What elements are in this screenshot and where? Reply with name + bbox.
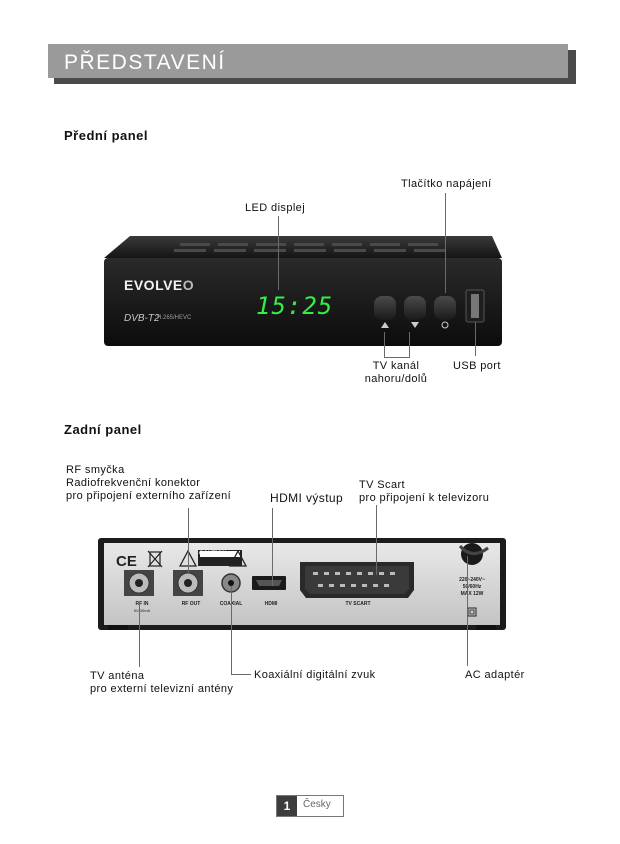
front-panel-title: Přední panel	[64, 128, 149, 143]
channel-bracket-line	[384, 357, 410, 358]
back-panel-device: CE	[98, 538, 506, 630]
coax-leader-line-h	[231, 674, 251, 675]
coax-leader-line-v	[231, 586, 232, 674]
channel-down-leader-line	[409, 332, 410, 357]
rf-loop-label: RF smyčka Radiofrekvenční konektor pro p…	[66, 464, 232, 502]
coaxial-audio-label: Koaxiální digitální zvuk	[254, 669, 376, 681]
usb-leader-line	[475, 322, 476, 356]
led-leader-line	[278, 216, 279, 290]
svg-text:CE: CE	[116, 553, 137, 570]
footer-language: Česky	[303, 799, 331, 810]
device-brand: EVOLVEO	[124, 277, 195, 293]
rf-in-sub-label: 5V/30mA	[133, 608, 151, 613]
led-display-label: LED displej	[245, 202, 306, 214]
channel-up-leader-line	[384, 332, 385, 357]
page-number: 1	[277, 796, 297, 816]
ac-leader-line	[467, 556, 468, 666]
hdmi-port-label: HDMI	[264, 601, 278, 607]
ac-adapter-label: AC adaptér	[465, 669, 525, 681]
caution-label: CAUTION	[199, 551, 227, 557]
back-panel-title: Zadní panel	[64, 422, 142, 437]
antenna-leader-line	[139, 603, 140, 667]
usb-port-label: USB port	[453, 360, 501, 372]
hdmi-leader-line	[272, 508, 273, 586]
power-button-label: Tlačítko napájení	[401, 178, 492, 190]
device-model: DVB-T2	[124, 313, 160, 324]
led-display: 15:25	[256, 292, 334, 320]
rf-out-label: RF OUT	[181, 601, 201, 607]
rf-in-label: RF IN	[135, 601, 149, 607]
tv-scart-label: TV Scart pro připojení k televizoru	[359, 479, 490, 504]
header-banner	[48, 44, 568, 78]
front-panel-device	[104, 236, 502, 346]
tv-antenna-label: TV anténa pro externí televizní antény	[90, 670, 234, 695]
page-title: PŘEDSTAVENÍ	[64, 51, 226, 74]
tv-channel-label: TV kanál nahoru/dolů	[364, 360, 428, 385]
power-leader-line	[445, 193, 446, 293]
power-rating-label: 220~240V~ 50/60Hz MAX 12W	[459, 577, 485, 597]
device-codec: H.265/HEVC	[157, 315, 192, 321]
hdmi-output-label: HDMI výstup	[270, 491, 344, 505]
tv-scart-port-label: TV SCART	[345, 601, 371, 607]
scart-leader-line	[376, 505, 377, 575]
rf-loop-leader-line	[188, 508, 189, 574]
